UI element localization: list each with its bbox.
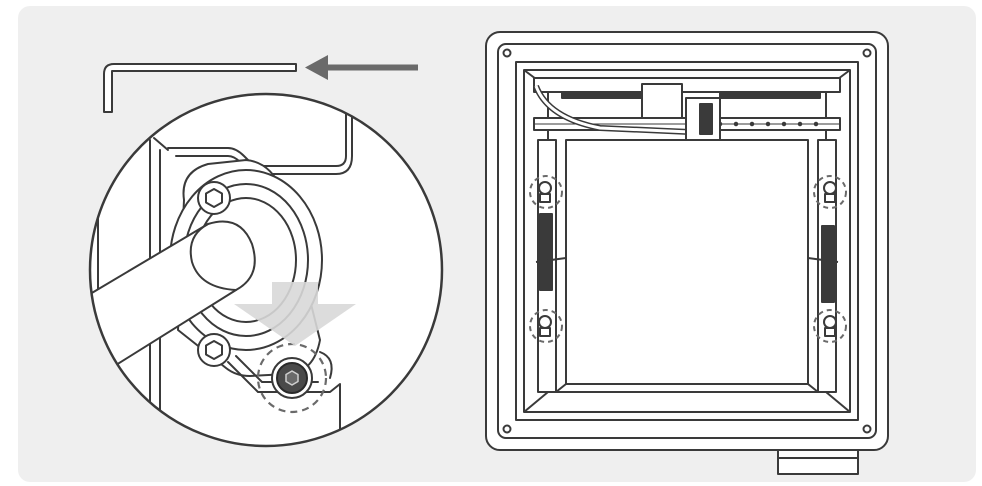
bottom-hex-bolt <box>197 333 231 367</box>
screw-highlight-ring <box>256 342 328 414</box>
bed-knob-top-left <box>538 181 552 203</box>
knob-marker-top-left <box>529 175 563 209</box>
down-arrow-icon <box>234 282 356 346</box>
left-arrow-icon <box>305 55 418 80</box>
knob-highlight-markers <box>529 175 847 343</box>
knob-marker-top-right <box>813 175 847 209</box>
bed-knob-bottom-right <box>823 315 837 337</box>
top-hex-bolt <box>197 181 231 215</box>
hex-key-icon <box>103 63 297 113</box>
knob-marker-bottom-left <box>529 309 563 343</box>
printer-front-view <box>485 31 889 475</box>
bed-knob-top-right <box>823 181 837 203</box>
hex-screw-icon <box>271 357 313 399</box>
magnified-detail <box>88 92 444 448</box>
knob-marker-bottom-right <box>813 309 847 343</box>
bed-knob-bottom-left <box>538 315 552 337</box>
